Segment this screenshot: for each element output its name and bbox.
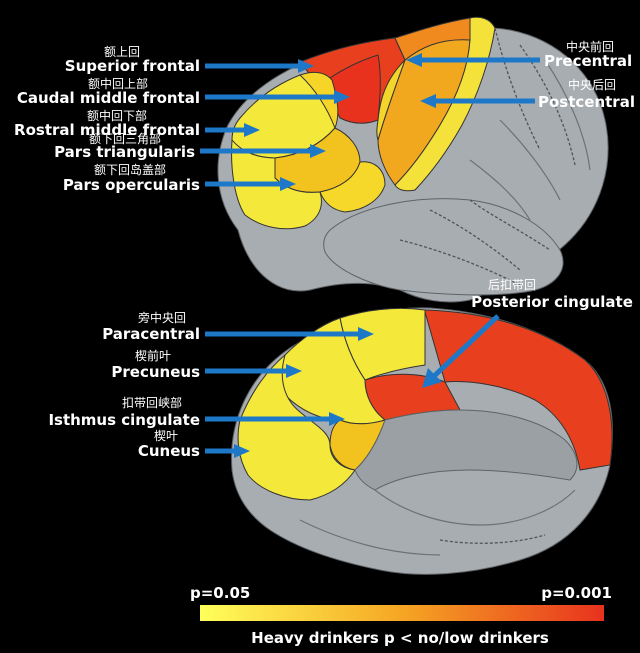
label-en-rostral-middle-frontal: Rostral middle frontal [14,121,200,139]
label-cn-paracentral: 旁中央回 [138,310,186,325]
label-en-caudal-middle-frontal: Caudal middle frontal [17,89,200,107]
arrowhead-caudal-middle-frontal [334,90,350,104]
arrowhead-pars-opercularis [280,177,296,191]
label-en-isthmus-cingulate: Isthmus cingulate [48,411,200,429]
arrow-posterior-cingulate [430,314,500,380]
scale-label-high: p=0.001 [541,584,612,602]
label-cn-posterior-cingulate: 后扣带回 [488,278,536,292]
label-cn-rostral-middle-frontal: 额中回下部 [87,108,147,123]
color-scale: p=0.05 p=0.001 Heavy drinkers p < no/low… [190,584,612,647]
precentral-yellow [376,59,406,142]
lateral-labels: 额上回 Superior frontal 额中回上部 Caudal middle… [14,39,635,194]
arrowhead-posterior-cingulate [422,368,442,388]
label-cn-precuneus: 楔前叶 [135,348,171,363]
label-cn-superior-frontal: 额上回 [104,45,140,59]
label-en-precuneus: Precuneus [111,363,200,381]
label-en-pars-triangularis: Pars triangularis [54,143,195,161]
arrowhead-cuneus [234,444,250,458]
label-en-paracentral: Paracentral [102,325,200,343]
medial-labels: 后扣带回 Posterior cingulate 旁中央回 Paracentra… [48,278,632,460]
arrowhead-paracentral [358,327,374,341]
label-en-posterior-cingulate: Posterior cingulate [471,293,633,311]
arrowhead-superior-frontal [298,59,314,73]
posterior-cingulate-region [424,309,613,471]
label-en-precentral: Precentral [544,52,632,70]
pars-opercularis-region [319,161,386,213]
label-cn-pars-triangularis: 额下回三角部 [89,131,161,146]
label-cn-precentral: 中央前回 [566,39,614,54]
lateral-brain [217,16,609,303]
label-cn-isthmus-cingulate: 扣带回峡部 [122,395,182,410]
scale-caption: Heavy drinkers p < no/low drinkers [251,629,549,647]
arrowhead-precuneus [286,364,302,378]
arrowhead-postcentral [420,94,436,108]
label-cn-caudal-middle-frontal: 额中回上部 [88,76,148,91]
label-en-postcentral: Postcentral [538,93,635,111]
temporal-lobe [323,198,564,296]
arrowhead-isthmus-cingulate [329,412,345,426]
label-cn-pars-opercularis: 额下回岛盖部 [94,162,166,177]
lateral-arrows [200,53,540,191]
label-cn-postcentral: 中央后回 [568,77,616,92]
corpus-callosum [354,409,578,491]
label-cn-cuneus: 楔叶 [154,429,178,443]
cuneus-region [237,353,356,501]
medial-brain [231,307,613,575]
medial-arrows [205,314,500,458]
arrowhead-precentral [406,53,422,67]
scale-gradient-bar [200,605,604,621]
arrowhead-rostral-middle-frontal [244,123,260,137]
label-en-pars-opercularis: Pars opercularis [63,176,200,194]
scale-label-low: p=0.05 [190,584,250,602]
label-en-cuneus: Cuneus [138,442,200,460]
arrowhead-pars-triangularis [310,144,326,158]
label-en-superior-frontal: Superior frontal [65,57,200,75]
